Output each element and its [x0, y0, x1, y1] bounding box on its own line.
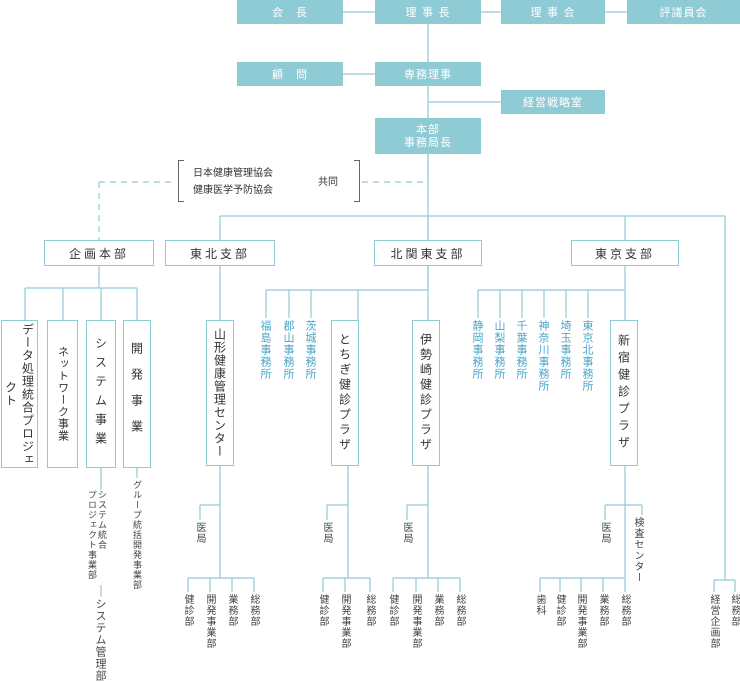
division-tokyo: 東京支部 [571, 240, 679, 266]
office-fukushima: 福島事務所 [259, 320, 272, 380]
tohoku-dept-1: 健診部 [182, 594, 193, 627]
system-management-dept: システム管理部 [94, 598, 107, 682]
planning-unit-dev-label: 開発事業 [129, 342, 144, 446]
planning-unit-system: システム事業 [86, 320, 116, 468]
division-planning: 企画本部 [44, 240, 154, 266]
board-box: 理 事 会 [501, 0, 605, 24]
shinjuku-plaza: 新宿健診プラザ [610, 320, 638, 466]
chairman-label: 会 長 [272, 5, 308, 19]
tokyo-inspection-center: 検査センター [632, 517, 643, 583]
strategy-box: 経営戦略室 [501, 90, 605, 114]
isesaki-medical: 医局 [401, 522, 412, 544]
tokyo-dept-1: 歯科 [534, 594, 545, 616]
office-koriyama: 郡山事務所 [282, 320, 295, 380]
division-tohoku-label: 東北支部 [189, 246, 250, 261]
planning-unit-system-label: システム事業 [93, 337, 108, 451]
tochigi-dept-3: 総務部 [364, 594, 375, 627]
isesaki-dept-3: 業務部 [432, 594, 443, 627]
tochigi-plaza: とちぎ健診プラザ [331, 320, 359, 466]
tochigi-dept-1: 健診部 [317, 594, 328, 627]
office-ibaraki: 茨城事務所 [304, 320, 317, 380]
isesaki-dept-2: 開発事業部 [410, 594, 421, 649]
yamagata-center: 山形健康管理センター [206, 320, 234, 466]
group-dev-dept: グループ統括開発事業部 [131, 480, 141, 590]
division-tokyo-label: 東京支部 [594, 246, 655, 261]
president-label: 理 事 長 [405, 5, 451, 19]
division-kitakanto-label: 北関東支部 [390, 246, 466, 261]
president-box: 理 事 長 [375, 0, 481, 24]
council-label: 評議員会 [659, 5, 708, 19]
joint-label: 共同 [318, 177, 338, 188]
tohoku-dept-2: 開発事業部 [204, 594, 215, 649]
division-kitakanto: 北関東支部 [374, 240, 482, 266]
tokyo-dept-2: 健診部 [554, 594, 565, 627]
office-shizuoka: 静岡事務所 [471, 320, 484, 380]
tohoku-dept-3: 業務部 [226, 594, 237, 627]
office-yamanashi: 山梨事務所 [493, 320, 506, 380]
council-box: 評議員会 [627, 0, 740, 24]
advisor-box: 顧 問 [237, 62, 343, 86]
planning-unit-network: ネットワーク事業 [47, 320, 78, 468]
planning-unit-dev: 開発事業 [123, 320, 151, 468]
yamagata-center-label: 山形健康管理センター [212, 328, 227, 458]
tokyo-dept-5: 総務部 [619, 594, 630, 627]
tokyo-dept-3: 開発事業部 [575, 594, 586, 649]
board-label: 理 事 会 [530, 5, 576, 19]
hq-label: 本部 事務局長 [404, 123, 452, 149]
hq-box: 本部 事務局長 [375, 118, 481, 154]
shinjuku-plaza-label: 新宿健診プラザ [616, 333, 631, 453]
isesaki-plaza-label: 伊勢崎健診プラザ [418, 333, 433, 453]
tochigi-dept-2: 開発事業部 [339, 594, 350, 649]
tohoku-dept-4: 総務部 [248, 594, 259, 627]
executive-label: 専務理事 [404, 67, 452, 81]
tochigi-plaza-label: とちぎ健診プラザ [337, 333, 352, 453]
office-kanagawa: 神奈川事務所 [537, 320, 550, 392]
division-tohoku: 東北支部 [165, 240, 275, 266]
chairman-box: 会 長 [237, 0, 343, 24]
tokyo-dept-4: 業務部 [597, 594, 608, 627]
tochigi-medical: 医局 [321, 522, 332, 544]
isesaki-dept-1: 健診部 [387, 594, 398, 627]
system-integration-dept: システム統合 プロジェクト事業部 [86, 490, 106, 580]
planning-unit-data-label: データ処理統合プロジェクト [3, 322, 35, 466]
isesaki-dept-4: 総務部 [454, 594, 465, 627]
planning-unit-network-label: ネットワーク事業 [56, 346, 70, 442]
advisor-label: 顧 問 [272, 67, 308, 81]
joint-org-2: 健康医学予防協会 [193, 185, 273, 196]
tohoku-medical: 医局 [194, 522, 205, 544]
admin-general-dept: 総務部 [729, 594, 740, 627]
division-planning-label: 企画本部 [68, 246, 129, 261]
office-chiba: 千葉事務所 [515, 320, 528, 380]
strategy-label: 経営戦略室 [523, 95, 583, 109]
joint-org-1: 日本健康管理協会 [193, 168, 273, 179]
isesaki-plaza: 伊勢崎健診プラザ [412, 320, 440, 466]
executive-box: 専務理事 [375, 62, 481, 86]
right-bracket [354, 160, 360, 202]
left-bracket [178, 160, 184, 202]
tokyo-medical: 医局 [599, 522, 610, 544]
office-tokyo-north: 東京北事務所 [581, 320, 594, 392]
office-saitama: 埼玉事務所 [559, 320, 572, 380]
admin-planning-dept: 経営企画部 [708, 594, 719, 649]
planning-unit-data: データ処理統合プロジェクト [1, 320, 38, 468]
